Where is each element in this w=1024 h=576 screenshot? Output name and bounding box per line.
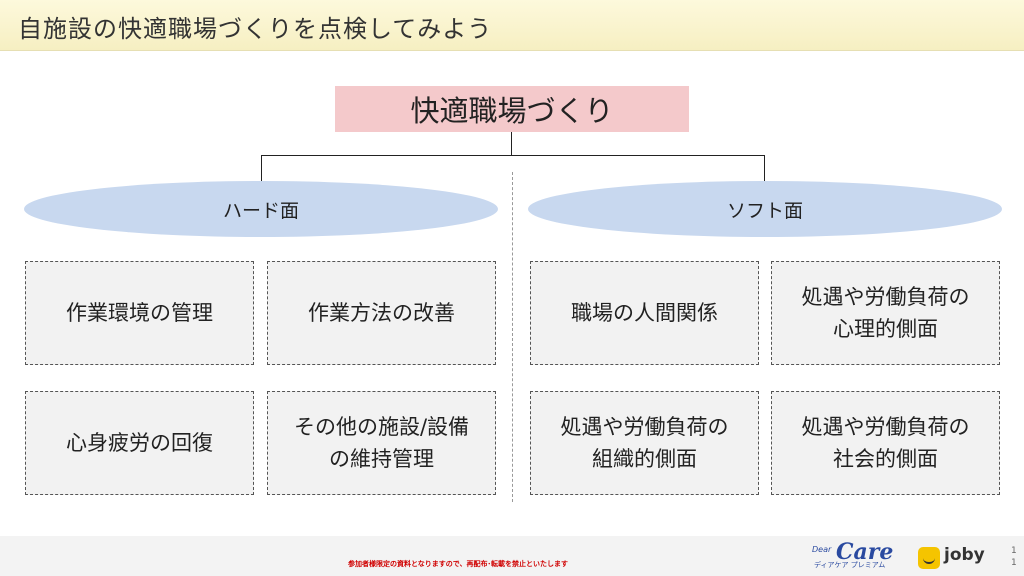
divider-dashed [512, 172, 513, 502]
item-social: 処遇や労働負荷の 社会的側面 [771, 391, 1000, 495]
connector-horizontal [261, 155, 765, 156]
dearcare-logo: Dear Care ディアケア プレミアム [810, 539, 898, 570]
item-fatigue-recovery: 心身疲労の回復 [25, 391, 254, 495]
item-psychological: 処遇や労働負荷の 心理的側面 [771, 261, 1000, 365]
item-work-environment: 作業環境の管理 [25, 261, 254, 365]
connector-root-stem [511, 132, 512, 155]
diagram-root-box: 快適職場づくり [335, 86, 689, 132]
joby-logo: joby [944, 545, 985, 565]
footer-bar [0, 536, 1024, 576]
branch-hard: ハード面 [24, 181, 498, 237]
footer-notice: 参加者様限定の資料となりますので、再配布･転載を禁止といたします [348, 560, 569, 568]
connector-left-drop [261, 155, 262, 181]
header-bar: 自施設の快適職場づくりを点検してみよう [0, 0, 1024, 51]
item-organizational: 処遇や労働負荷の 組織的側面 [530, 391, 759, 495]
connector-right-drop [764, 155, 765, 181]
dearcare-logo-pre: Dear [812, 545, 832, 554]
branch-soft: ソフト面 [528, 181, 1002, 237]
page-number: 1 1 [1011, 546, 1017, 568]
item-relationships: 職場の人間関係 [530, 261, 759, 365]
item-work-method: 作業方法の改善 [267, 261, 496, 365]
joby-smile-icon [918, 547, 940, 569]
page-title: 自施設の快適職場づくりを点検してみよう [18, 15, 493, 43]
dearcare-logo-sub: ディアケア プレミアム [814, 561, 886, 569]
item-facility-maintenance: その他の施設/設備 の維持管理 [267, 391, 496, 495]
dearcare-logo-main: Care [836, 539, 894, 565]
